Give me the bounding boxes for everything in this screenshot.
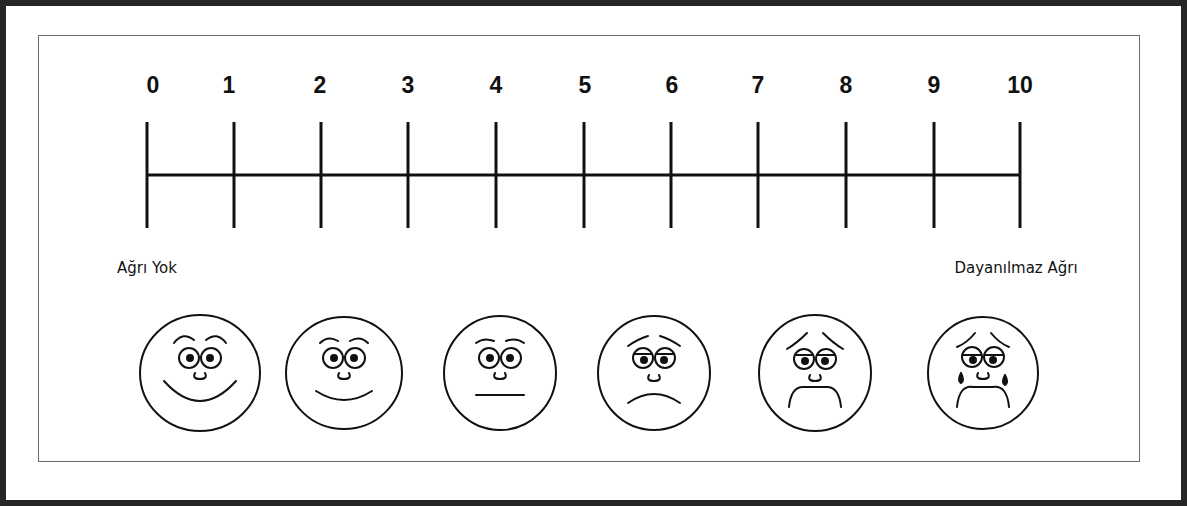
inner-frame — [38, 35, 1140, 462]
scale-end-label: Dayanılmaz Ağrı — [954, 259, 1077, 277]
scale-number: 3 — [402, 72, 415, 99]
scale-number: 1 — [223, 72, 236, 99]
scale-number: 10 — [1007, 72, 1033, 99]
scale-number: 2 — [314, 72, 327, 99]
scale-number: 7 — [752, 72, 765, 99]
scale-number: 9 — [928, 72, 941, 99]
scale-number: 5 — [579, 72, 592, 99]
scale-number: 6 — [666, 72, 679, 99]
scale-number: 0 — [147, 72, 160, 99]
scale-end-label: Ağrı Yok — [117, 259, 177, 277]
scale-number: 4 — [490, 72, 503, 99]
scale-number: 8 — [840, 72, 853, 99]
